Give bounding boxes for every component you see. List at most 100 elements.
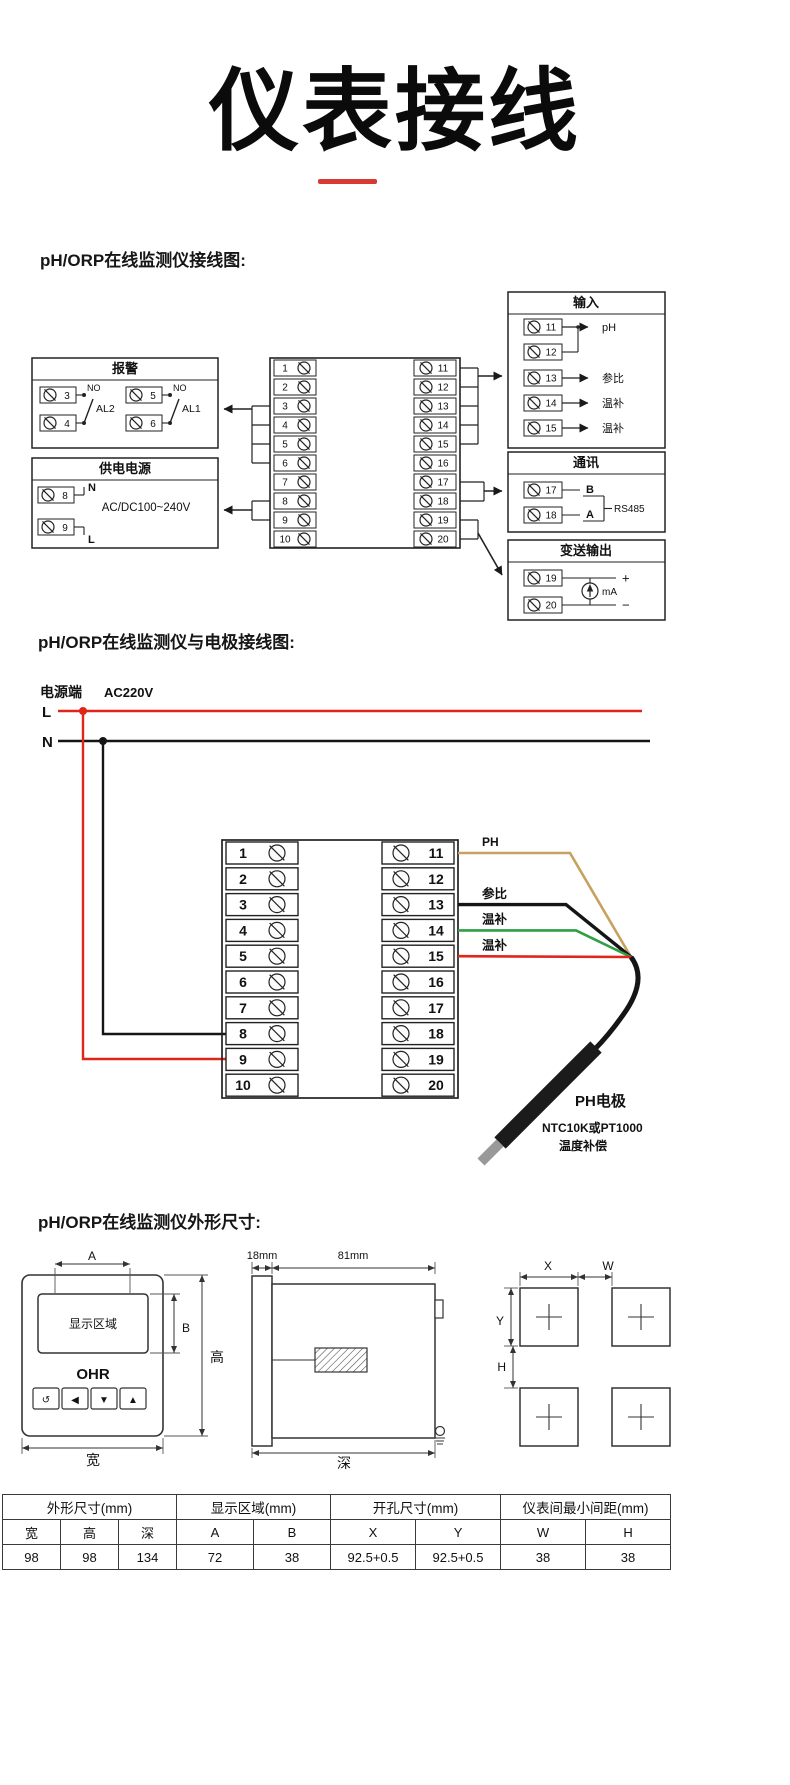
- spec-col-header: 高: [60, 1519, 119, 1545]
- terminal-number: 9: [239, 1051, 247, 1067]
- neutral-label: N: [88, 482, 96, 494]
- input-box: [507, 291, 666, 449]
- screw-terminal-icon: [297, 494, 311, 508]
- terminal-cell: [381, 1047, 455, 1072]
- screw-terminal-icon: [419, 437, 433, 451]
- panel-button: [90, 1387, 118, 1410]
- terminal-number: 20: [545, 601, 557, 612]
- terminal-number: 12: [437, 383, 449, 394]
- ph-electrode-body: [494, 1041, 602, 1149]
- terminal-number: 6: [150, 419, 156, 430]
- display-area-label: 显示区域: [69, 1317, 117, 1331]
- spec-value: 38: [585, 1544, 672, 1570]
- screw-terminal-icon: [527, 483, 541, 497]
- terminal-cell: [225, 1021, 299, 1046]
- dim-label-body-depth: 81mm: [338, 1250, 369, 1262]
- spec-table: 外形尺寸(mm) 显示区域(mm) 开孔尺寸(mm) 仪表间最小间距(mm) 宽…: [2, 1494, 672, 1570]
- dim-label-width: 宽: [86, 1452, 100, 1468]
- no-contact-label: NO: [87, 383, 101, 393]
- dim-label-x: X: [544, 1259, 552, 1273]
- screw-terminal-icon: [392, 921, 410, 939]
- terminal-number: 4: [239, 922, 247, 938]
- spec-value: 92.5+0.5: [330, 1544, 417, 1570]
- screw-terminal-icon: [419, 494, 433, 508]
- terminal-number: 15: [437, 440, 449, 451]
- terminal-cell: [273, 359, 317, 377]
- terminal-number: 12: [428, 871, 444, 887]
- terminal-number: 8: [282, 497, 288, 508]
- terminal-number: 5: [150, 391, 156, 402]
- screw-terminal-icon: [268, 1025, 286, 1043]
- dim-label-front-depth: 18mm: [247, 1250, 278, 1262]
- terminal-cell: [225, 892, 299, 917]
- panel-button: [119, 1387, 147, 1410]
- side-tab: [434, 1299, 444, 1319]
- terminal-number: 2: [282, 383, 288, 394]
- terminal-number: 1: [282, 364, 288, 375]
- display-area: [37, 1293, 149, 1354]
- dim-label-a: A: [88, 1249, 96, 1263]
- spec-col-header: 宽: [2, 1519, 61, 1545]
- voltage-label: AC220V: [104, 685, 153, 700]
- screw-terminal-icon: [392, 1050, 410, 1068]
- terminal-cell: [381, 918, 455, 943]
- wire-label: 参比: [482, 886, 508, 901]
- spec-col-header: W: [500, 1519, 587, 1545]
- terminal-number: 11: [438, 364, 449, 375]
- spec-group-header: 外形尺寸(mm): [2, 1494, 177, 1520]
- electrode-label: PH电极: [575, 1092, 627, 1110]
- page-title: 仪表接线: [209, 62, 581, 162]
- terminal-number: 4: [64, 419, 70, 430]
- terminal-number: 17: [428, 1000, 444, 1016]
- terminal-cell: [273, 530, 317, 548]
- terminal-number: 18: [437, 497, 449, 508]
- terminal-cell: [381, 970, 455, 994]
- side-bezel: [251, 1275, 273, 1447]
- spec-col-header: A: [176, 1519, 254, 1545]
- screw-terminal-icon: [297, 399, 311, 413]
- terminal-number: 17: [545, 486, 557, 497]
- terminal-number: 9: [62, 523, 68, 534]
- panel-button-icon: ▲: [128, 1395, 138, 1406]
- spec-col-header: B: [252, 1519, 332, 1545]
- terminal-cell: [381, 892, 455, 917]
- terminal-number: 16: [437, 459, 449, 470]
- terminal-number: 2: [239, 871, 247, 887]
- power-box-title: 供电电源: [98, 461, 151, 476]
- screw-terminal-icon: [297, 361, 311, 375]
- terminal-cell: [273, 492, 317, 510]
- bus-line-label: B: [586, 484, 594, 496]
- spec-group-header: 显示区域(mm): [175, 1494, 332, 1520]
- terminal-number: 14: [437, 421, 449, 432]
- terminal-cell: [413, 511, 457, 529]
- screw-terminal-icon: [297, 513, 311, 527]
- panel-button-icon: ▼: [99, 1395, 109, 1406]
- terminal-cell: [225, 841, 299, 865]
- terminal-cell: [273, 454, 317, 472]
- terminal-number: 6: [239, 974, 247, 990]
- terminal-number: 3: [64, 391, 70, 402]
- screw-terminal-icon: [419, 456, 433, 470]
- terminal-block: [221, 839, 459, 1099]
- terminal-cell: [273, 416, 317, 434]
- panel-button-icon: ◀: [71, 1395, 79, 1406]
- input-signal-label: 参比: [602, 371, 624, 385]
- dim-label-depth: 深: [337, 1455, 351, 1470]
- power-box: [31, 457, 219, 549]
- terminal-cell: [413, 530, 457, 548]
- screw-terminal-icon: [297, 532, 311, 546]
- electrode-note: NTC10K或PT1000: [542, 1120, 643, 1135]
- input-signal-label: 温补: [602, 397, 624, 410]
- terminal-number: 19: [545, 574, 557, 585]
- spec-value: 134: [118, 1544, 177, 1570]
- contact-dot: [82, 393, 86, 397]
- terminal-number: 15: [428, 948, 444, 964]
- terminal-cell: [413, 416, 457, 434]
- screw-terminal-icon: [297, 475, 311, 489]
- screw-terminal-icon: [41, 488, 55, 502]
- terminal-cell: [225, 1047, 299, 1072]
- terminal-cell: [273, 511, 317, 529]
- screw-terminal-icon: [268, 870, 286, 888]
